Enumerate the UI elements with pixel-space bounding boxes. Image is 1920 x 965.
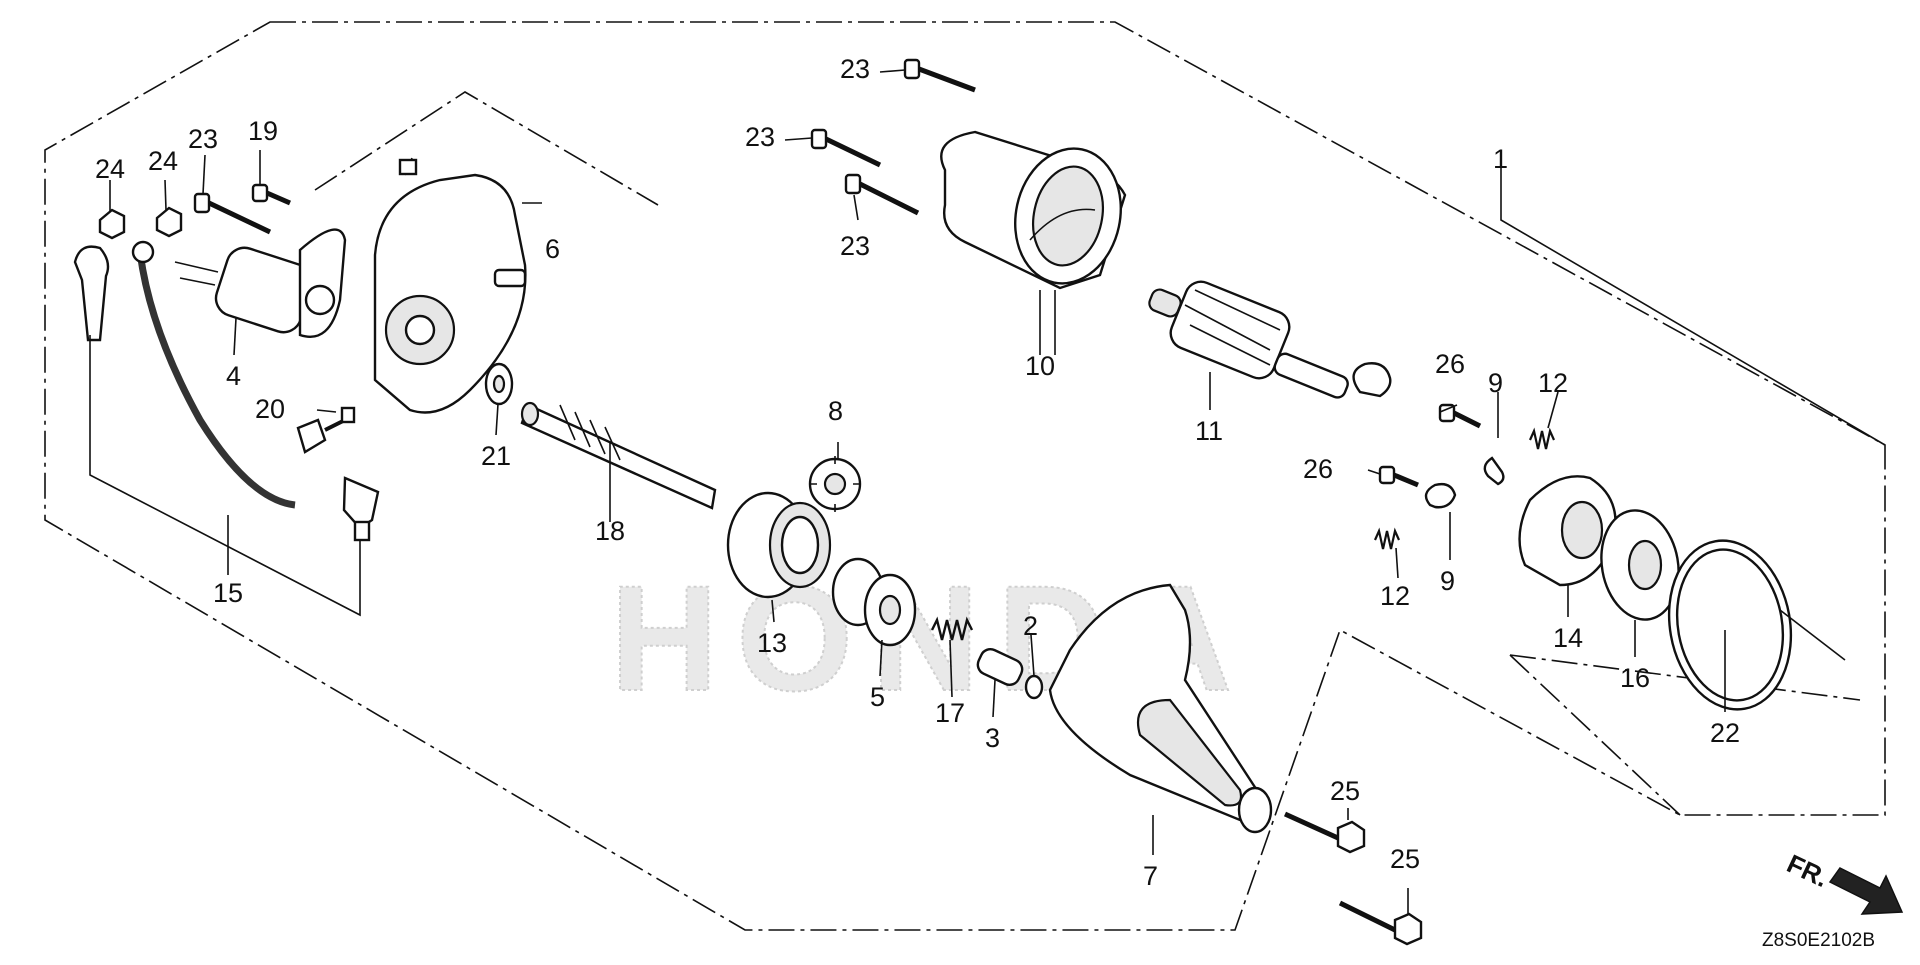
yoke-part-10: [940, 130, 1127, 290]
spring-part-17: [930, 616, 974, 641]
callout-3: 3: [985, 723, 1000, 753]
armature-part-11: [1148, 280, 1349, 399]
brush-holder-part-14: [1518, 475, 1617, 587]
brush-group-outline-2: [1509, 654, 1861, 701]
callout-5: 5: [870, 682, 885, 712]
callout-6: 6: [545, 234, 560, 264]
callout-26a: 26: [1435, 349, 1465, 379]
gasket-part-22: [1667, 539, 1793, 711]
sleeve-part-3: [976, 648, 1024, 686]
nut-part-24a: [98, 208, 126, 240]
bolt-part-23-low: [844, 173, 920, 216]
callout-23-solenoid: 23: [188, 124, 218, 154]
callout-23-mid: 23: [745, 122, 775, 152]
callout-20: 20: [255, 394, 285, 424]
brush-group-outline: [1509, 654, 1681, 816]
brush-part-9b: [1424, 482, 1457, 509]
shaft-part-18: [520, 401, 717, 510]
front-direction-label: FR.: [1782, 848, 1833, 893]
callout-8: 8: [828, 396, 843, 426]
callout-22: 22: [1710, 718, 1740, 748]
nut-part-24b: [155, 206, 183, 238]
solenoid-part-4: [174, 228, 347, 338]
drawing-code: Z8S0E2102B: [1762, 930, 1875, 951]
callout-14: 14: [1553, 623, 1583, 653]
callout-16: 16: [1620, 663, 1650, 693]
pinion-part-5: [831, 557, 917, 647]
leader-lines: [89, 69, 1886, 914]
bolt-part-23-top: [903, 58, 976, 93]
screw-part-26b: [1378, 465, 1419, 488]
callout-12a: 12: [1538, 368, 1568, 398]
bolt-part-25a: [1283, 811, 1366, 854]
callout-11: 11: [1195, 416, 1223, 446]
spring-part-12a: [1528, 427, 1556, 450]
rear-cover-part-6: [373, 157, 527, 414]
callout-19: 19: [248, 116, 278, 146]
callout-9a: 9: [1488, 368, 1503, 398]
callout-2: 2: [1023, 611, 1038, 641]
plate-part-16: [1600, 509, 1680, 621]
callout-24a: 24: [95, 154, 125, 184]
bracket-part-20: [296, 406, 356, 454]
callout-25a: 25: [1330, 776, 1360, 806]
callout-9b: 9: [1440, 566, 1455, 596]
armature-clip: [1352, 362, 1392, 398]
callout-15: 15: [213, 578, 243, 608]
callout-24b: 24: [148, 146, 178, 176]
front-direction-indicator: FR.: [1782, 848, 1904, 915]
callout-18: 18: [595, 516, 625, 546]
callout-labels: 1 23 23 23 10 11 26 9 12 26 9 12 14 16 2…: [95, 54, 1740, 891]
washer-part-21: [484, 362, 514, 406]
assembly-outline: [44, 21, 1886, 931]
callout-23-low: 23: [840, 231, 870, 261]
callout-21: 21: [481, 441, 511, 471]
brush-part-9a: [1483, 456, 1505, 486]
cable-part-15: [73, 240, 380, 542]
gear-part-13: [726, 491, 832, 599]
callout-10: 10: [1025, 351, 1055, 381]
callout-12b: 12: [1380, 581, 1410, 611]
callout-13: 13: [757, 628, 787, 658]
solenoid-group-outline: [314, 91, 659, 206]
callout-4: 4: [226, 361, 241, 391]
callout-25b: 25: [1390, 844, 1420, 874]
bolt-part-25b: [1338, 900, 1423, 946]
bolt-part-19: [251, 183, 291, 206]
callout-26b: 26: [1303, 454, 1333, 484]
spring-part-12b: [1373, 527, 1401, 550]
callout-17: 17: [935, 698, 965, 728]
callout-23-top: 23: [840, 54, 870, 84]
gear-part-8: [808, 456, 862, 512]
front-arrow-icon: [1828, 867, 1904, 915]
callout-7: 7: [1143, 861, 1158, 891]
bolt-part-23-mid: [810, 128, 882, 168]
ring-part-2: [1024, 674, 1044, 700]
bolt-part-23-solenoid: [193, 192, 272, 235]
front-housing-part-7: [1048, 583, 1273, 834]
callout-1: 1: [1493, 144, 1508, 174]
screw-part-26a: [1438, 403, 1482, 429]
